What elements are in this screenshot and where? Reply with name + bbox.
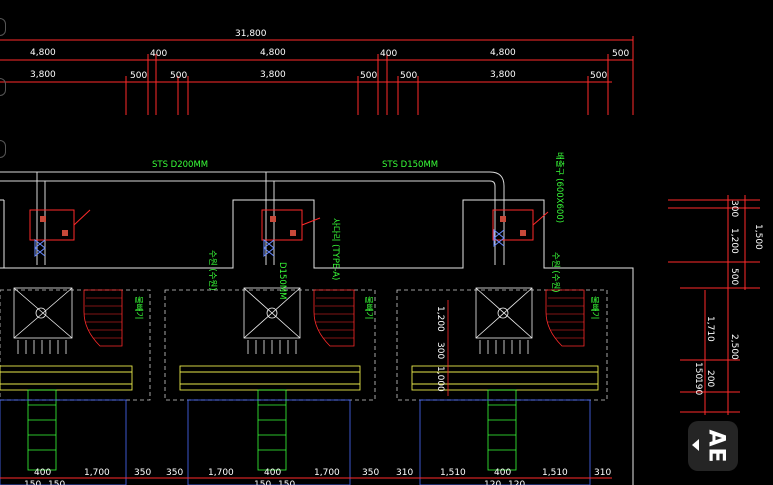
brick-hatch: [84, 297, 584, 339]
caret-left-icon: [692, 439, 699, 451]
dim-text: 190: [693, 378, 703, 395]
wall-outlines: [0, 199, 634, 485]
dim-text: 1,700: [208, 468, 234, 478]
top-dimension-text: 31,800 4,800 400 4,800 400 4,800 500 3,8…: [30, 29, 629, 81]
dim-text: 350: [362, 468, 379, 478]
dim-text: 1,500: [753, 224, 763, 250]
label-water: 수원 (수원): [207, 250, 217, 291]
footings: [0, 399, 591, 485]
right-dimension-text: 300 1,200 500 1,500 1,710 2,500 200 150 …: [693, 200, 763, 395]
pipe-label: STS D150MM: [382, 160, 438, 170]
dim-text: 150: [48, 480, 65, 485]
trench-frames: [0, 365, 599, 391]
dim-text: 1,200: [729, 228, 739, 254]
label-water: 수원 (수원): [550, 252, 560, 293]
dim-text: 3,800: [30, 70, 56, 80]
dim-text: 400: [150, 49, 167, 59]
dim-text: 1,200: [435, 306, 445, 332]
valves: [34, 228, 505, 258]
pipe-labels: STS D200MM STS D150MM: [152, 160, 438, 170]
dim-text: 150: [24, 480, 41, 485]
drain-pits: [13, 287, 533, 339]
label-d150: D150MM: [277, 262, 287, 299]
mid-dimension-text: 1,200 300 1,000: [435, 306, 445, 392]
dim-text: 2,500: [729, 334, 739, 360]
label-wall: 물빼기: [133, 296, 143, 319]
tool-button-label: AE: [703, 428, 729, 464]
dim-text: 400: [494, 468, 511, 478]
label-wall: 물빼기: [363, 296, 373, 319]
label-sink-type: 사다리 (TYPE-A): [330, 218, 340, 280]
dim-text: 1,700: [314, 468, 340, 478]
dim-text: 400: [380, 49, 397, 59]
floating-tool-button[interactable]: AE: [688, 421, 738, 471]
dim-text: 4,800: [30, 48, 56, 58]
dim-text: 350: [166, 468, 183, 478]
dim-text: 4,800: [260, 48, 286, 58]
brick-walls: [83, 289, 585, 347]
pipe-run: [0, 171, 505, 265]
dim-text: 4,800: [490, 48, 516, 58]
right-dimension-lines: [668, 195, 760, 415]
dim-text: 350: [134, 468, 151, 478]
dim-text: 300: [435, 342, 445, 359]
dim-text: 150: [278, 480, 295, 485]
dim-text: 310: [594, 468, 611, 478]
label-drain: 배출구 (600X600): [554, 152, 565, 223]
drain-teeth: [17, 340, 529, 354]
dim-text: 1,710: [705, 316, 715, 342]
dim-text: 1,510: [440, 468, 466, 478]
dim-text: 300: [729, 200, 739, 217]
valve-fills: [40, 216, 526, 236]
dim-text: 400: [34, 468, 51, 478]
dim-text: 500: [729, 268, 739, 285]
dim-text: 1,510: [542, 468, 568, 478]
label-wall: 물빼기: [589, 296, 599, 319]
vertical-labels: 사다리 (TYPE-A) D150MM 배출구 (600X600) 수원 (수원…: [133, 152, 599, 319]
dim-text: 500: [612, 49, 629, 59]
dim-text: 500: [170, 71, 187, 81]
dim-text: 400: [264, 468, 281, 478]
dim-text: 150: [254, 480, 271, 485]
dim-text: 1,700: [84, 468, 110, 478]
dim-text: 1,000: [435, 366, 445, 392]
ladders: [27, 389, 517, 471]
dim-total: 31,800: [235, 29, 267, 39]
dim-text: 150: [693, 362, 703, 379]
unit-outlines: [0, 289, 608, 401]
valve-boxes: [29, 209, 549, 241]
top-dimension-lines: [0, 36, 634, 115]
dim-text: 500: [590, 71, 607, 81]
dim-text: 500: [400, 71, 417, 81]
dim-text: 3,800: [260, 70, 286, 80]
dim-text: 200: [705, 370, 715, 387]
dim-text: 3,800: [490, 70, 516, 80]
dim-text: 310: [396, 468, 413, 478]
pipe-label: STS D200MM: [152, 160, 208, 170]
bottom-dimension-text: 400 1,700 350 350 1,700 400 1,700 350 31…: [24, 468, 611, 485]
dim-text: 500: [130, 71, 147, 81]
dim-text: 500: [360, 71, 377, 81]
dim-text: 120: [508, 480, 525, 485]
dim-text: 120: [484, 480, 501, 485]
